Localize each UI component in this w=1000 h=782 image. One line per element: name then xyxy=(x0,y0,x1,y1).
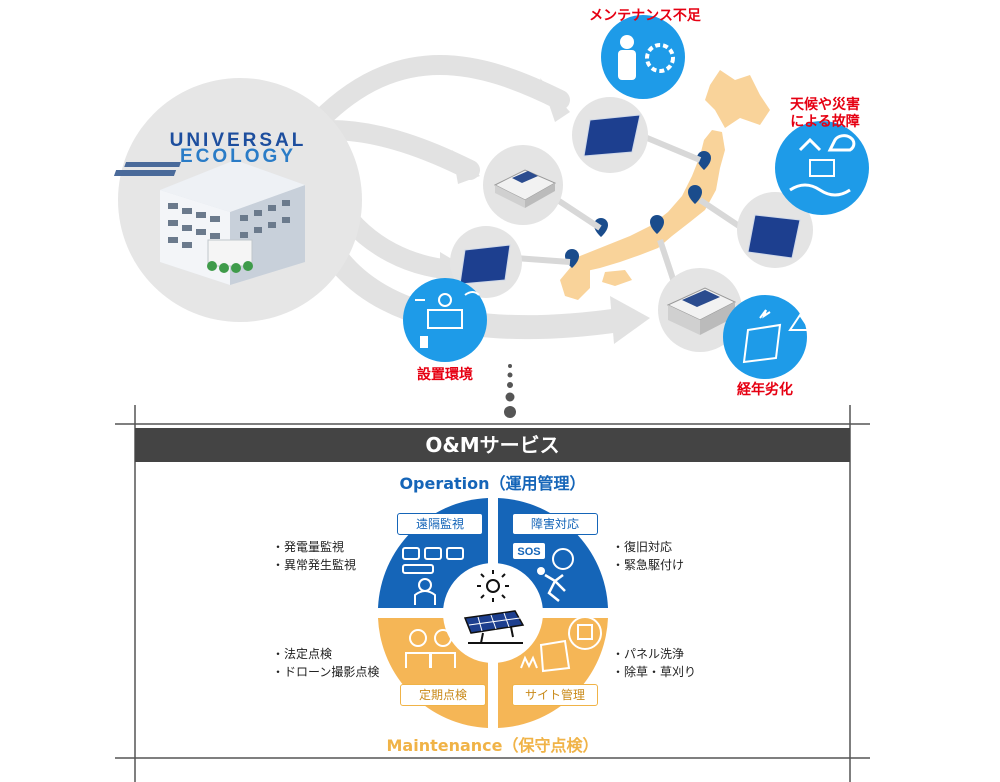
bullet-item: ・ドローン撮影点検 xyxy=(272,665,380,679)
operation-title: Operation（運用管理） xyxy=(399,474,586,493)
maintenance-icon xyxy=(601,15,685,99)
om-cycle-diagram: SOS xyxy=(378,498,608,728)
panel-cleaning-icon xyxy=(520,616,602,673)
bullet-item: ・復旧対応 xyxy=(612,540,673,554)
logo-line-1: UNIVERSAL xyxy=(169,130,307,151)
office-building-icon xyxy=(113,160,305,285)
weather-disaster-icon xyxy=(775,121,869,215)
issue-environment-label: 設置環境 xyxy=(417,367,473,383)
bullet-item: ・除草・草刈り xyxy=(612,665,697,679)
environment-icon xyxy=(403,278,487,362)
arrow-head-4 xyxy=(610,296,650,344)
bullets-periodic-inspection: ・法定点検 ・ドローン撮影点検 xyxy=(272,645,379,681)
sun-icon xyxy=(477,570,509,602)
bullet-item: ・異常発生監視 xyxy=(272,558,357,572)
dot-connector xyxy=(504,364,516,418)
sos-runner-icon xyxy=(513,543,574,602)
top-illustration xyxy=(113,15,869,418)
bullet-item: ・パネル洗浄 xyxy=(612,647,685,661)
company-logo: UNIVERSAL ECOLOGY xyxy=(148,130,328,167)
bullets-remote-monitoring: ・発電量監視 ・異常発生監視 xyxy=(272,538,356,574)
bullet-item: ・発電量監視 xyxy=(272,540,345,554)
site-circle-2 xyxy=(483,145,563,225)
arrow-head-1 xyxy=(540,78,570,122)
bullets-site-management: ・パネル洗浄 ・除草・草刈り xyxy=(612,645,696,681)
issue-weather-label: 天候や災害 による故障 xyxy=(770,97,880,131)
site-circle-5 xyxy=(658,268,742,352)
issue-aging-label: 経年劣化 xyxy=(737,382,793,398)
center-circle xyxy=(443,563,543,663)
inspection-workers-icon xyxy=(405,629,456,668)
sos-text: SOS xyxy=(517,546,540,558)
label-remote-monitoring: 遠隔監視 xyxy=(397,513,483,535)
label-periodic-inspection: 定期点検 xyxy=(400,684,486,706)
label-fault-response: 障害対応 xyxy=(512,513,598,535)
site-circle-3 xyxy=(450,226,522,298)
site-circle-4 xyxy=(737,192,813,268)
site-circle-1 xyxy=(572,97,648,173)
issue-maintenance-label: メンテナンス不足 xyxy=(589,8,701,24)
aging-icon xyxy=(723,295,812,379)
bullet-item: ・緊急駆付け xyxy=(612,558,685,572)
logo-line-2: ECOLOGY xyxy=(179,146,296,167)
service-frame xyxy=(115,405,870,782)
arrow-head-2 xyxy=(452,150,480,184)
issue-weather-line-1: 天候や災害 xyxy=(790,97,860,113)
service-title: O&Mサービス xyxy=(135,428,850,462)
label-site-management: サイト管理 xyxy=(512,684,598,706)
bullet-item: ・法定点検 xyxy=(272,647,333,661)
maintenance-title: Maintenance（保守点検） xyxy=(386,736,599,755)
monitoring-icon xyxy=(402,547,464,605)
issue-weather-line-2: による故障 xyxy=(790,114,860,130)
solar-panel-icon xyxy=(463,610,525,644)
bullets-fault-response: ・復旧対応 ・緊急駆付け xyxy=(612,538,684,574)
